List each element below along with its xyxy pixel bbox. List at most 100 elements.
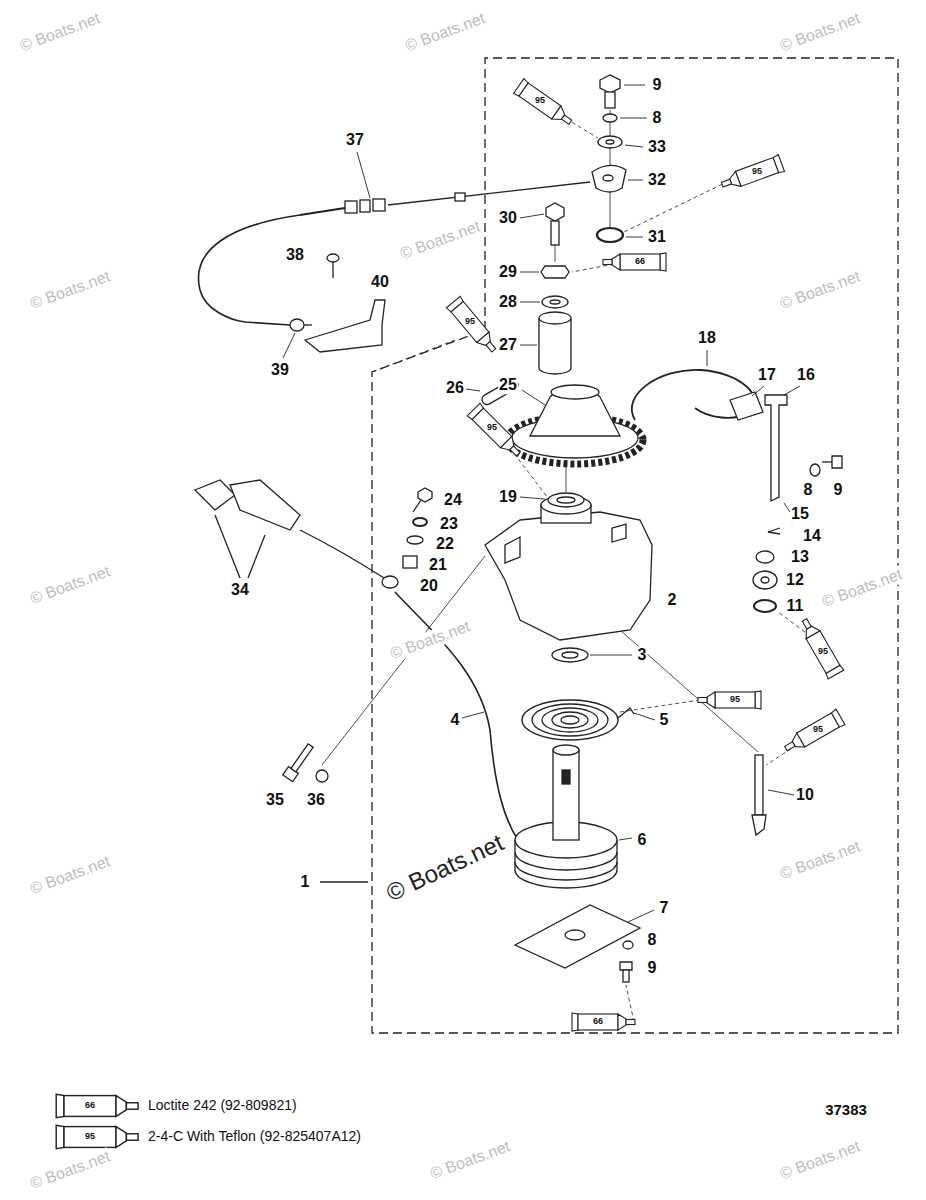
wire-clip-and-bracket (765, 395, 787, 501)
callout-number: 24 (443, 491, 463, 509)
watermark: © Boats.net (778, 267, 863, 312)
watermark: © Boats.net (820, 565, 905, 610)
throttle-cable (373, 199, 385, 211)
leader-lines (634, 713, 655, 720)
throttle-cable (305, 300, 385, 352)
leader-lines (283, 333, 295, 358)
callout-number: 3 (637, 646, 648, 664)
throttle-cable (332, 262, 333, 278)
wire-clip-and-bracket (632, 370, 842, 501)
lubricant-tubes (467, 403, 524, 460)
small-parts (407, 536, 423, 544)
lubricant-tubes (603, 253, 666, 271)
leader-lines (768, 790, 794, 795)
small-parts (413, 500, 421, 512)
small-parts (382, 488, 780, 662)
housing (485, 493, 652, 640)
assembly-boundary (372, 58, 898, 1033)
leader-lines (624, 85, 645, 86)
upper-parts (605, 92, 615, 108)
axis-lines (572, 264, 614, 272)
housing (548, 493, 584, 507)
callout-number: 39 (270, 361, 290, 379)
lubricant-tubes (797, 615, 844, 679)
shaft-and-bolt (755, 755, 763, 815)
leader-lines (520, 272, 539, 273)
lubricant-code: 95 (487, 423, 497, 433)
callout-number: 5 (659, 711, 670, 729)
small-parts (418, 488, 432, 502)
throttle-cable (360, 200, 370, 212)
shaft-and-bolt (283, 742, 316, 782)
base-plate (620, 962, 632, 970)
upper-parts (598, 136, 622, 148)
lubricant-tubes (446, 296, 500, 356)
trigger-and-wire (230, 480, 300, 530)
upper-parts (546, 203, 564, 221)
callout-number: 14 (802, 527, 822, 545)
leader-lines (466, 389, 480, 391)
callout-number: 6 (637, 831, 648, 849)
pulley (515, 862, 617, 880)
leader-lines (628, 910, 654, 922)
base-plate (623, 941, 633, 949)
watermark: © Boats.net (778, 837, 863, 882)
callout-number: 37 (345, 131, 365, 149)
trigger-and-wire (195, 480, 235, 510)
upper-parts (592, 165, 626, 192)
lubricant-tubes (698, 691, 761, 709)
lubricant-code: 95 (465, 317, 475, 327)
watermark: © Boats.net (403, 9, 488, 54)
wire-clip-and-bracket (832, 456, 842, 468)
small-parts (768, 528, 780, 534)
callout-number: 4 (450, 711, 461, 729)
axis-lines (778, 612, 805, 632)
throttle-cable (290, 319, 304, 331)
shaft-and-bolt (291, 744, 313, 772)
lubricant-tubes (56, 1094, 138, 1117)
drive-gear (507, 385, 643, 464)
throttle-cable (198, 182, 590, 352)
trigger-and-wire (300, 530, 384, 578)
callout-number: 27 (498, 336, 518, 354)
lubricant-tubes (56, 1125, 138, 1148)
watermark: © Boats.net (398, 217, 483, 262)
shaft-and-bolt (752, 815, 766, 835)
callout-number: 11 (786, 597, 805, 615)
lubricant-tubes (719, 155, 784, 193)
callout-number: 8 (652, 109, 663, 127)
leader-lines (520, 214, 544, 218)
upper-parts (539, 318, 571, 374)
watermark: © Boats.net (388, 617, 473, 662)
leader-lines (707, 350, 708, 366)
trigger-and-wire (248, 535, 265, 578)
leader-lines (619, 838, 632, 840)
callout-number: 7 (659, 899, 670, 917)
trigger-and-wire (215, 515, 240, 578)
callout-number: 31 (647, 228, 667, 246)
wire-clip-and-bracket (822, 461, 832, 462)
callout-number: 20 (419, 577, 439, 595)
throttle-cable (345, 201, 357, 213)
pulley (515, 745, 617, 888)
lubricant-code: 95 (813, 725, 823, 735)
lubricant-code: 95 (85, 1132, 95, 1142)
callout-number: 12 (785, 571, 805, 589)
housing (485, 512, 652, 640)
lubricant-tubes (572, 1013, 635, 1031)
base-plate (623, 970, 629, 982)
watermark: © Boats.net (778, 9, 863, 54)
throttle-cable (198, 215, 300, 325)
callout-number: 23 (439, 515, 459, 533)
watermark: © Boats.net (778, 1137, 863, 1182)
legend-text: 2-4-C With Teflon (92-825407A12) (148, 1129, 361, 1144)
upper-parts (597, 228, 623, 242)
callout-number: 1 (300, 873, 311, 891)
leader-lines (628, 180, 643, 181)
lubricant-code: 95 (535, 96, 545, 106)
leader-lines (784, 503, 790, 512)
recoil-spring (542, 708, 598, 732)
callout-number: 16 (796, 366, 816, 384)
leader-lines (625, 145, 643, 147)
